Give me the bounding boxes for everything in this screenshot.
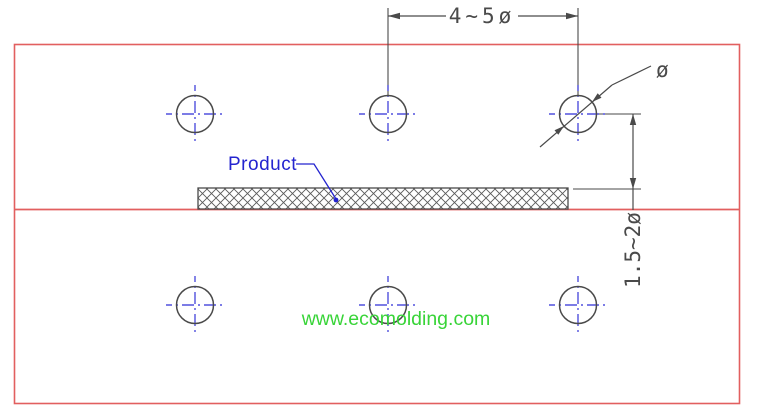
land-depth-dimension-text: 1.5~2ø [621, 212, 645, 288]
pin-hole-circle [175, 94, 215, 134]
diameter-leader [611, 65, 652, 86]
arrowhead-up [629, 114, 637, 125]
arrowhead-right [566, 12, 578, 20]
arrowhead-upper [592, 93, 602, 102]
pin-pitch-dimension-text: 4~5ø [449, 4, 516, 28]
pin-hole-circle [558, 285, 598, 325]
product-hatched-rect [197, 187, 569, 210]
arrowhead-lower [554, 126, 564, 135]
diameter-line [539, 84, 613, 148]
product-leader-dot [333, 197, 339, 203]
product-leader-line [296, 163, 337, 200]
pin-hole-circle [175, 285, 215, 325]
watermark-text: www.ecomolding.com [301, 308, 491, 330]
pin-hole-circle [368, 285, 408, 325]
diameter-callout: ø [539, 58, 669, 148]
dimension-top: 4~5ø [387, 4, 579, 95]
product-label-text: Product [228, 154, 297, 175]
pin-diameter-symbol-text: ø [656, 58, 669, 82]
pin-hole-circle [368, 94, 408, 134]
pin-hole-circle [558, 94, 598, 134]
arrowhead-left [388, 12, 400, 20]
product-section [197, 187, 569, 210]
mold-base-outline [13, 43, 741, 405]
product-label-group: Product [228, 154, 339, 203]
ejector-pin-holes [166, 85, 607, 334]
watermark: www.ecomolding.com [301, 308, 491, 330]
dimension-side: 1.5~2ø [573, 113, 645, 288]
arrowhead-down [629, 178, 637, 189]
